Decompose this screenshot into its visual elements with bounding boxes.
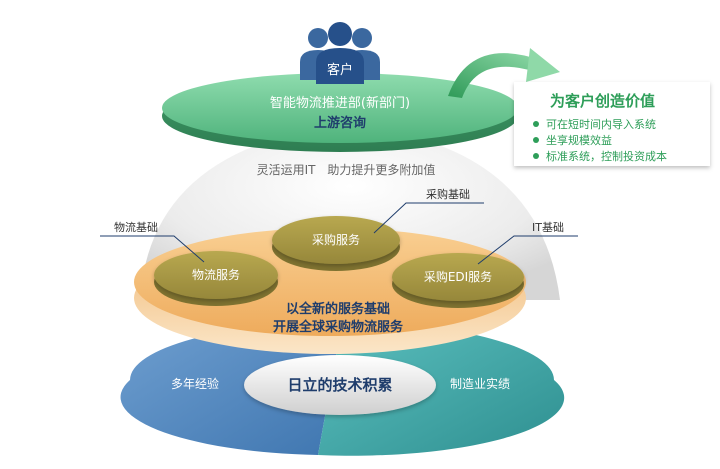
value-bullet-3: 标准系统，控制投资成本 [546, 149, 667, 163]
value-box-bg [514, 82, 710, 166]
bottom-disc: 多年经验 制造业实绩 日立的技术积累 [120, 322, 565, 456]
top-disc-line2: 上游咨询 [314, 115, 366, 131]
service-procurement: 采购服务 [272, 216, 400, 271]
bottom-right-label: 制造业实绩 [450, 376, 510, 391]
bullet-dot [533, 137, 539, 143]
curved-arrow-icon [448, 48, 560, 98]
value-bullet-2: 坐享规模效益 [546, 133, 612, 147]
bottom-left-label: 多年经验 [171, 376, 219, 391]
callout-procurement: 采购基础 [373, 187, 484, 234]
top-disc-top [162, 73, 518, 143]
top-disc: 智能物流推进部(新部门) 上游咨询 [162, 73, 518, 152]
customer-label: 客户 [327, 62, 353, 78]
dome-caption: 灵活运用IT 助力提升更多附加值 [257, 162, 436, 177]
callout-logistics-label: 物流基础 [114, 220, 158, 234]
callout-it: IT基础 [477, 221, 578, 265]
value-bullet-1: 可在短时间内导入系统 [546, 117, 656, 131]
middle-disc: 采购服务 物流服务 采购EDI服务 以全新的服务基础 开展全球采购物流服务 [134, 216, 526, 354]
service-logistics: 物流服务 [154, 251, 278, 306]
callout-it-label: IT基础 [532, 221, 564, 234]
service-logistics-label: 物流服务 [192, 267, 240, 282]
callout-logistics: 物流基础 [100, 220, 205, 263]
bottom-disc-left [120, 322, 342, 455]
bullet-dot [533, 153, 539, 159]
top-disc-line1: 智能物流推进部(新部门) [270, 95, 410, 111]
callout-procurement-label: 采购基础 [426, 187, 470, 201]
service-edi-label: 采购EDI服务 [424, 269, 492, 284]
service-edi: 采购EDI服务 [392, 253, 524, 308]
customer-icon: 客户 [300, 22, 380, 84]
bottom-center-label: 日立的技术积累 [287, 376, 392, 394]
bottom-disc-center [244, 355, 436, 415]
middle-line1: 以全新的服务基础 [286, 301, 390, 317]
service-procurement-label: 采购服务 [312, 232, 360, 247]
middle-line2: 开展全球采购物流服务 [273, 319, 404, 335]
bullet-dot [533, 121, 539, 127]
value-box: 为客户创造价值 可在短时间内导入系统 坐享规模效益 标准系统，控制投资成本 [514, 82, 710, 166]
bottom-disc-right [318, 322, 565, 456]
value-box-title: 为客户创造价值 [550, 92, 655, 110]
